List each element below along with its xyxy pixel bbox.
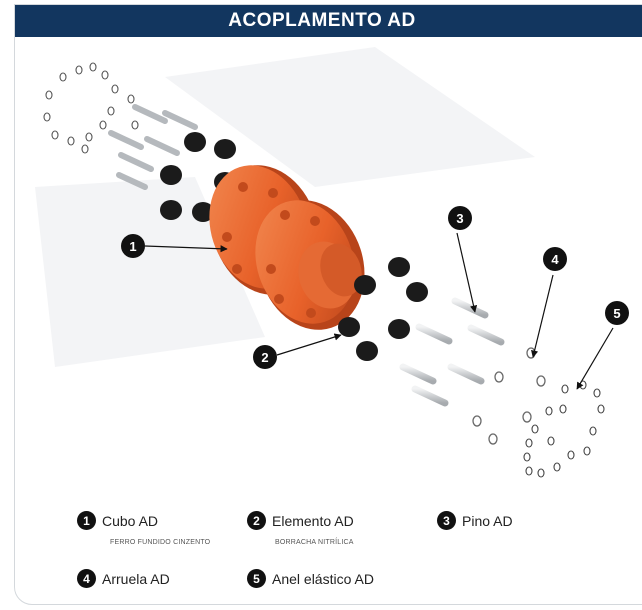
legend-badge-5: 5 [247,569,266,588]
rubber-elements-right [338,257,428,361]
pins-right [399,297,505,407]
legend-badge-4: 4 [77,569,96,588]
legend-sub-elemento: BORRACHA NITRÍLICA [275,539,354,546]
svg-text:3: 3 [456,211,463,226]
legend-badge-2: 2 [247,511,266,530]
svg-text:2: 2 [261,350,268,365]
legend-item-arruela: 4 Arruela AD [77,569,170,588]
hub-2 [255,200,365,330]
legend-label-pino: Pino AD [462,512,513,529]
page-title: ACOPLAMENTO AD [228,10,416,31]
legend-sub-cubo: FERRO FUNDIDO CINZENTO [110,539,211,546]
callout-4: 4 [543,247,567,271]
legend-item-cubo: 1 Cubo AD [77,511,158,530]
leader-arrows [144,232,614,390]
legend-label-cubo: Cubo AD [102,512,159,529]
legend-item-elemento: 2 Elemento AD [247,511,354,530]
product-card: ACOPLAMENTO AD [14,4,642,605]
legend-item-anel: 5 Anel elástico AD [247,569,374,588]
legend-label-anel: Anel elástico AD [272,570,374,587]
callout-1: 1 [121,234,145,258]
exploded-coupling-illustration: 1 2 3 4 5 [35,47,629,478]
svg-text:5: 5 [613,306,620,321]
washers-left [43,62,139,154]
washers-right [472,347,546,445]
legend-item-pino: 3 Pino AD [437,511,513,530]
legend-label-arruela: Arruela AD [102,570,170,587]
pins-left [108,104,198,190]
legend-badge-3: 3 [437,511,456,530]
callout-3: 3 [448,206,472,230]
header-bar: ACOPLAMENTO AD [15,5,642,37]
legend-label-elemento: Elemento AD [272,512,354,529]
legend-badge-1: 1 [77,511,96,530]
retaining-rings [523,380,605,478]
svg-text:1: 1 [129,239,136,254]
watermark-stripes [35,47,535,367]
svg-text:4: 4 [551,252,559,267]
callout-2: 2 [253,345,277,369]
callout-5: 5 [605,301,629,325]
